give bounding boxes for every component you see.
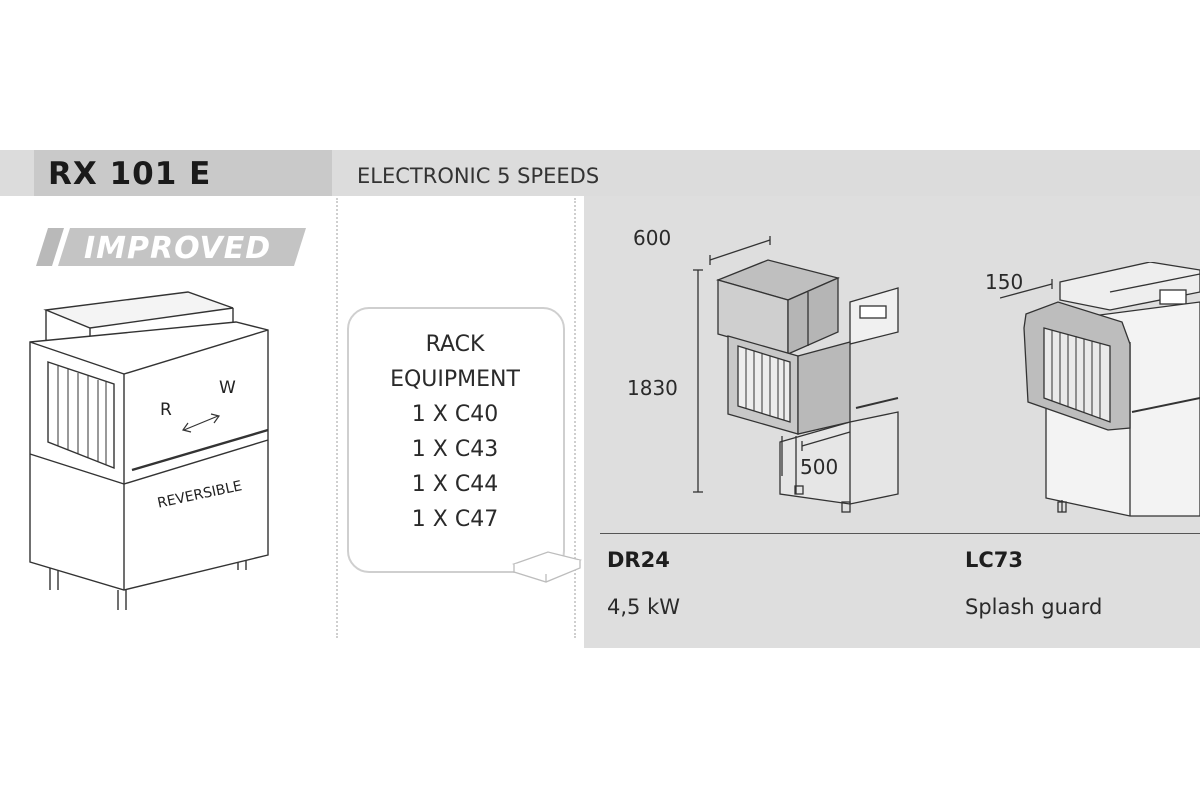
grille-bars (745, 348, 785, 420)
lc73-code: LC73 (965, 548, 1024, 572)
label-w: W (219, 378, 236, 398)
foot (794, 485, 804, 495)
dryer-side (787, 277, 839, 355)
improved-badge: IMPROVED (36, 228, 306, 266)
curtain-strips (1051, 330, 1101, 419)
rack-title-2: EQUIPMENT (390, 367, 520, 392)
machine-body (29, 321, 269, 591)
accessory-divider (600, 533, 1200, 534)
dr24-code: DR24 (607, 548, 670, 572)
rack-item: 1 X C40 (411, 402, 499, 427)
dr24-width-label: 600 (633, 226, 672, 250)
speeds-label: ELECTRONIC 5 SPEEDS (357, 164, 600, 188)
base-controls (859, 305, 887, 319)
lc73-illustration (1000, 262, 1200, 517)
dr24-height-label: 1830 (627, 376, 678, 400)
body-top-edge (29, 341, 125, 375)
rack-item: 1 X C44 (411, 472, 499, 497)
rack-equipment-box (347, 307, 565, 573)
depth-dimension-line (801, 431, 851, 447)
rack-title-1: RACK (425, 332, 485, 357)
door-handle (131, 428, 269, 472)
body-top-edge-2 (123, 329, 269, 375)
machine-controls (1159, 289, 1187, 305)
curtain-strips (57, 366, 107, 465)
dryer-lower-side (797, 341, 851, 435)
rack-item: 1 X C43 (411, 437, 499, 462)
model-title: RX 101 E (48, 156, 212, 192)
rack-item: 1 X C47 (411, 507, 499, 532)
lc73-description: Splash guard (965, 595, 1103, 619)
badge-stripe (36, 228, 64, 266)
base-handle (855, 397, 899, 409)
hood-edge (1109, 273, 1200, 293)
arrow-head-left (181, 422, 192, 433)
dr24-illustration (693, 236, 899, 513)
dishwasher-illustration (29, 291, 269, 610)
separator-1 (336, 198, 338, 638)
foot (841, 501, 851, 513)
lc73-width-label: 150 (985, 270, 1024, 294)
direction-arrow (183, 415, 219, 431)
model-title-box (34, 150, 332, 196)
badge-text: IMPROVED (84, 231, 271, 266)
dr24-description: 4,5 kW (607, 595, 680, 619)
curtain-opening (47, 361, 115, 470)
badge-banner (58, 228, 306, 266)
foot (1057, 501, 1067, 513)
rack-equipment-list: RACK EQUIPMENT 1 X C40 1 X C43 1 X C44 1… (349, 327, 561, 537)
machine-handle (1131, 397, 1200, 413)
separator-2 (574, 198, 576, 638)
label-r: R (160, 400, 172, 420)
dryer-grille (737, 345, 791, 423)
arrow-head-right (210, 413, 221, 424)
width-dimension-line (709, 239, 771, 261)
body-seam (29, 453, 125, 485)
body-seam-2 (123, 439, 269, 485)
rack-basket-icon (511, 551, 583, 583)
hood-top (43, 291, 234, 329)
width-dimension-line (1000, 283, 1053, 299)
dr24-depth-label: 500 (800, 455, 839, 479)
